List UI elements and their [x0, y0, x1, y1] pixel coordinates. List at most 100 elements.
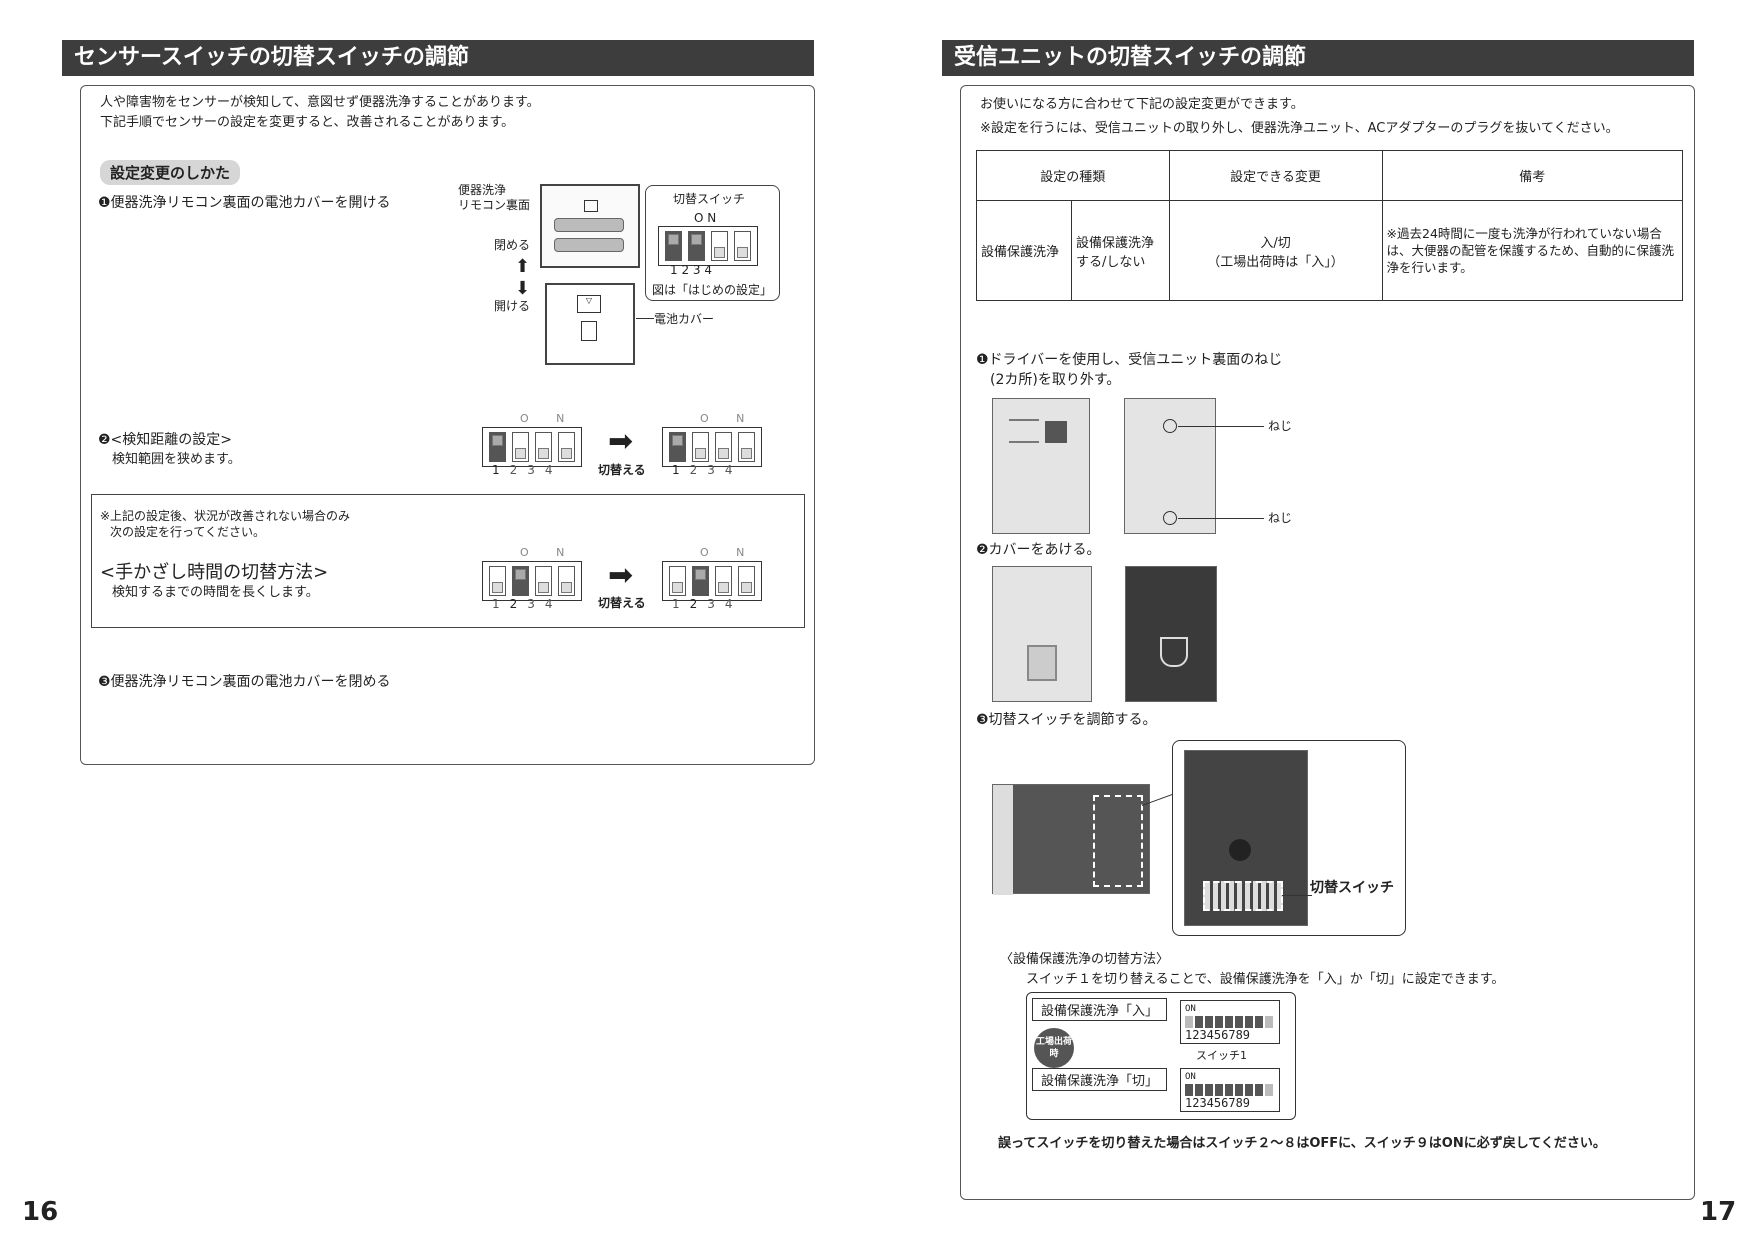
table-header-type: 設定の種類 — [976, 150, 1170, 201]
dip-on-label: ON — [1185, 1072, 1196, 1082]
battery-cover-leader — [636, 318, 654, 319]
right-step3: ❸切替スイッチを調節する。 — [976, 712, 1157, 728]
switch1-label: スイッチ1 — [1196, 1049, 1247, 1062]
left-intro-line1: 人や障害物をセンサーが検知して、意図せず便器洗浄することがあります。 — [100, 95, 540, 110]
circuit-board-photo — [1125, 566, 1217, 702]
table-row: 設備保護洗浄 設備保護洗浄 する/しない 入/切 （工場出荷時は「入」） ※過去… — [976, 200, 1684, 301]
handwave-after-numbers: 1 2 3 4 — [662, 597, 733, 611]
switch-callout-title: 切替スイッチ — [673, 192, 746, 206]
step2-after-on: O N — [700, 412, 757, 425]
note-line1: ※上記の設定後、状況が改善されない場合のみ — [100, 509, 351, 523]
settings-table: 設定の種類 設定できる変更 備考 設備保護洗浄 設備保護洗浄 する/しない 入/… — [976, 150, 1684, 301]
table-cell-options: 入/切 （工場出荷時は「入」） — [1168, 200, 1383, 301]
battery-cover-illustration: ▽ — [545, 283, 635, 365]
dip-number: 3 — [527, 597, 535, 611]
step2-after-numbers: 1 2 3 4 — [662, 463, 733, 477]
receiver-screws-photo — [1124, 398, 1216, 534]
remote-label-line2: リモコン裏面 — [458, 198, 531, 212]
dip-switch-1 — [489, 432, 506, 462]
dip-switch-4 — [738, 566, 755, 596]
remote-label: 便器洗浄 リモコン裏面 — [458, 183, 530, 213]
factory-default-text: 工場出荷時 — [1035, 1037, 1072, 1059]
setting-off-label: 設備保護洗浄「切」 — [1032, 1068, 1168, 1091]
step2-after-dip — [662, 427, 762, 467]
dip-numbers: 123456789 — [1185, 1028, 1251, 1042]
table-header-notes: 備考 — [1381, 150, 1684, 201]
switch-callout-numbers: 1 2 3 4 — [670, 263, 712, 277]
table-header-change: 設定できる変更 — [1168, 150, 1383, 201]
remote-back-illustration — [540, 184, 640, 268]
right-step1-line1: ❶ドライバーを使用し、受信ユニット裏面のねじ — [976, 352, 1283, 368]
table-cell-notes: ※過去24時間に一度も洗浄が行われていない場合は、大便器の配管を保護するため、自… — [1381, 200, 1684, 301]
remote-label-line1: 便器洗浄 — [458, 183, 507, 197]
arrow-down-icon: ⬇ — [515, 278, 531, 299]
dip-number: 1 — [672, 463, 680, 477]
switch-closeup-photo — [1184, 750, 1308, 926]
left-intro-line2: 下記手順でセンサーの設定を変更すると、改善されることがあります。 — [100, 115, 515, 130]
step2-before-numbers: 1 2 3 4 — [482, 463, 553, 477]
switch-callout-on: O N — [694, 211, 717, 225]
open-label: 開ける — [494, 299, 531, 313]
left-page-title: センサースイッチの切替スイッチの調節 — [62, 40, 814, 76]
dip-switch-2 — [688, 231, 705, 261]
dip-switch-4 — [738, 432, 755, 462]
dip-switch-2 — [692, 566, 709, 596]
arrow-right-icon: ➡ — [608, 424, 634, 459]
method-desc: スイッチ１を切り替えることで、設備保護洗浄を「入」か「切」に設定できます。 — [1026, 972, 1505, 987]
handwave-switch-action: 切替える — [598, 596, 646, 610]
switch-closeup-label: 切替スイッチ — [1310, 880, 1394, 896]
dip-switch-3 — [711, 231, 728, 261]
dip-number: 4 — [724, 597, 733, 611]
dip-number: 2 — [509, 463, 518, 477]
handwave-title: <手かざし時間の切替方法> — [100, 562, 329, 583]
dip-number: 3 — [707, 463, 715, 477]
dip-number: 4 — [544, 597, 553, 611]
handwave-after-on: O N — [700, 546, 757, 559]
setting-off-dip-switch: ON 123456789 — [1180, 1068, 1280, 1112]
dip-switch-1 — [665, 231, 682, 261]
arrow-right-icon: ➡ — [608, 558, 634, 593]
step2-title: ❷<検知距離の設定> — [98, 432, 233, 448]
dip-switch-2 — [512, 566, 529, 596]
right-intro-line1: お使いになる方に合わせて下記の設定変更ができます。 — [980, 97, 1304, 112]
dip9-bars — [1185, 1084, 1275, 1096]
arrow-up-icon: ⬆ — [515, 256, 531, 277]
handwave-before-numbers: 1 2 3 4 — [482, 597, 553, 611]
dip-switch-4 — [558, 432, 575, 462]
page-number-left: 16 — [22, 1197, 59, 1227]
page-number-right: 17 — [1700, 1197, 1737, 1227]
right-intro-line2: ※設定を行うには、受信ユニットの取り外し、便器洗浄ユニット、ACアダプターのプラ… — [980, 121, 1619, 136]
initial-dip-switch — [658, 226, 758, 266]
table-cell-setting: 設備保護洗浄 する/しない — [1071, 200, 1170, 301]
dip-switch-2 — [512, 432, 529, 462]
section-label: 設定変更のしかた — [100, 160, 241, 185]
dip-switch-4 — [734, 231, 751, 261]
step2-before-on: O N — [520, 412, 577, 425]
receiver-back-photo — [992, 398, 1090, 534]
step3-text: ❸便器洗浄リモコン裏面の電池カバーを閉める — [98, 674, 391, 690]
dip-switch-3 — [535, 432, 552, 462]
dip-number: 4 — [724, 463, 733, 477]
handwave-desc: 検知するまでの時間を長くします。 — [112, 585, 319, 600]
table-cell-options-factory: （工場出荷時は「入」） — [1207, 254, 1344, 270]
dip-switch-1 — [489, 566, 506, 596]
dip-switch-3 — [535, 566, 552, 596]
dip-number: 3 — [707, 597, 715, 611]
dip-number: 2 — [509, 597, 518, 611]
restore-warning: 誤ってスイッチを切り替えた場合はスイッチ２～８はOFFに、スイッチ９はONに必ず… — [998, 1136, 1606, 1151]
dip-switch-3 — [715, 432, 732, 462]
right-step1-line2: (2カ所)を取り外す。 — [990, 372, 1121, 388]
right-step2: ❷カバーをあける。 — [976, 542, 1101, 558]
note-line2: 次の設定を行ってください。 — [110, 525, 266, 539]
handwave-before-on: O N — [520, 546, 577, 559]
factory-default-badge: 工場出荷時 — [1034, 1028, 1074, 1068]
dip-switch-2 — [692, 432, 709, 462]
dip-on-label: ON — [1185, 1004, 1196, 1014]
board-overview-photo — [992, 784, 1150, 895]
battery-cover-label: 電池カバー — [654, 312, 715, 326]
screw-label-bottom: ねじ — [1268, 511, 1293, 525]
step2-switch-action: 切替える — [598, 463, 646, 477]
screw-leader-top — [1178, 426, 1264, 427]
dip-number: 1 — [492, 463, 500, 477]
table-cell-category: 設備保護洗浄 — [976, 200, 1072, 301]
